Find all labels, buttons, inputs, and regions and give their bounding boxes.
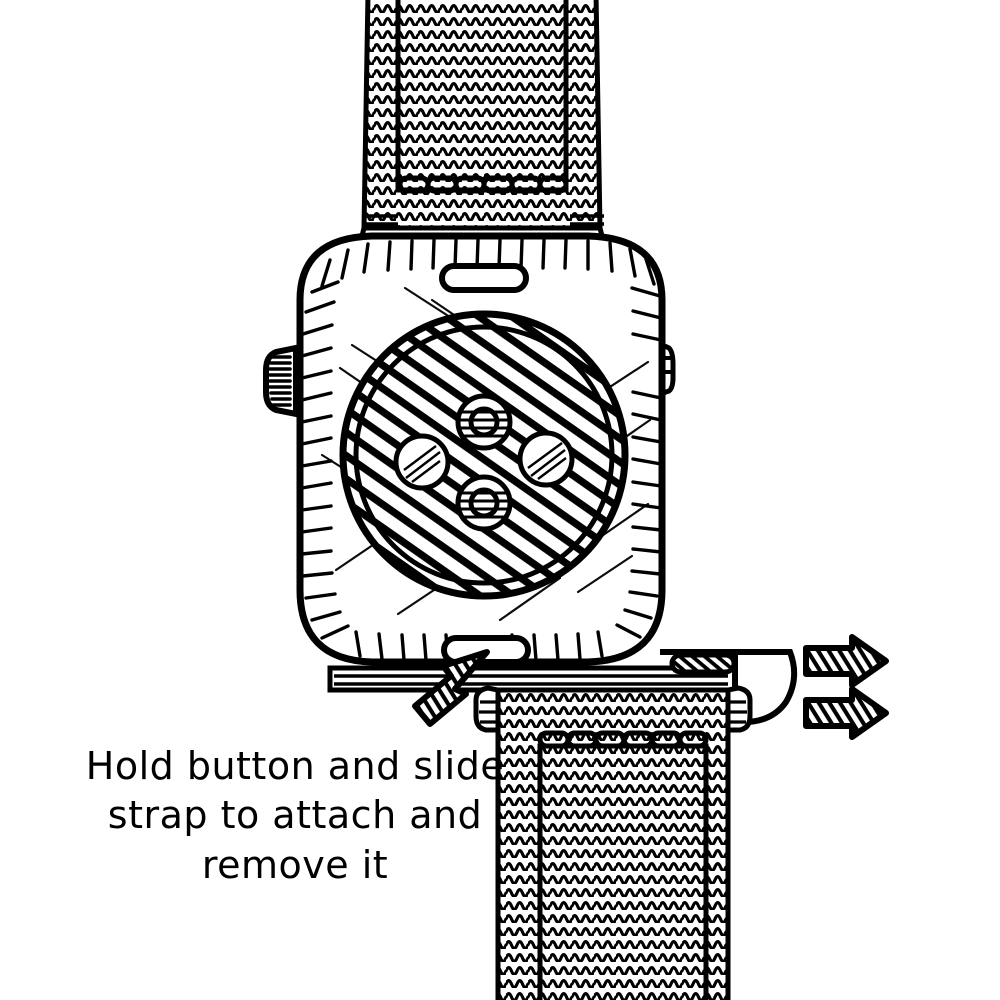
upper-strap-weave: [364, 0, 600, 228]
lower-strap-assembly: [327, 649, 798, 1000]
lower-strap-left-lug: [473, 685, 501, 733]
upper-strap-scallops: [397, 175, 569, 194]
strap-release-pin[interactable]: [669, 652, 737, 675]
upper-strap-seams: [395, 3, 569, 167]
sensor-top: [455, 393, 513, 451]
watch-case: [263, 232, 676, 666]
lower-strap-left-lug-lines: [479, 700, 498, 724]
lower-strap-outline: [495, 687, 731, 1000]
sensor-right-hatch: [527, 442, 567, 480]
connector-bar-lines: [334, 674, 728, 686]
sensor-bottom-inner-ring: [468, 487, 500, 519]
lower-strap-weave: [498, 690, 728, 1000]
lower-strap-right-lug: [725, 685, 753, 733]
caption-line-1: Hold button and slide: [85, 744, 505, 788]
upper-strap: [356, 0, 608, 247]
crown-ridges: [268, 355, 292, 407]
sensor-disc-outer: [339, 310, 629, 600]
slide-arrow-lower: [803, 686, 889, 740]
sensor-disc-inner-ring: [353, 324, 615, 586]
heart-rate-sensor-array: [339, 310, 629, 600]
strap-release-button-top[interactable]: [439, 263, 529, 293]
sensor-bottom: [455, 474, 513, 532]
caption-line-3: remove it: [201, 842, 389, 887]
case-edge-hatching: [300, 238, 662, 662]
sensor-circles: [393, 393, 575, 532]
lower-strap-right-lug-lines: [728, 700, 747, 724]
pointer-arrow-to-release-button: [412, 649, 490, 727]
digital-crown[interactable]: [263, 344, 299, 418]
instruction-caption: Hold button and slide strap to attach an…: [60, 742, 530, 890]
caption-line-2: strap to attach and: [107, 793, 483, 838]
sensor-top-inner-ring: [468, 406, 500, 438]
sensor-left-hatch: [403, 445, 441, 483]
lower-strap-seams: [537, 753, 709, 1000]
upper-strap-lug-lines: [366, 214, 604, 226]
slide-arrow-upper: [803, 634, 889, 688]
